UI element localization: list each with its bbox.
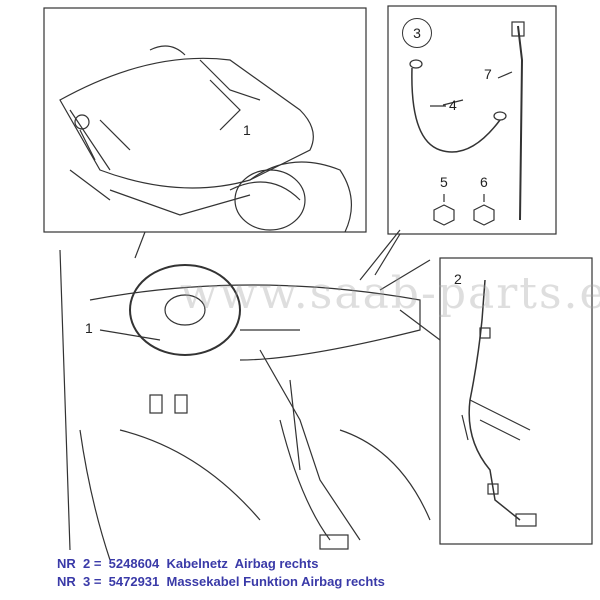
callout-1-dashboard: 1 (85, 320, 93, 336)
callout-3-kit: 3 (402, 18, 432, 48)
kit-inset (387, 5, 557, 235)
callout-7-cable-tie: 7 (484, 66, 492, 82)
caption-part-3: NR 3 = 5472931 Massekabel Funktion Airba… (57, 574, 385, 589)
harness-inset (439, 257, 593, 545)
caption-part-2: NR 2 = 5248604 Kabelnetz Airbag rechts (57, 556, 319, 571)
callout-5-nut: 5 (440, 174, 448, 190)
callout-6-nut: 6 (480, 174, 488, 190)
watermark: www.saab-parts.eu (180, 268, 600, 319)
callout-4-ground-cable: 4 (449, 97, 457, 113)
inset-pointer (374, 233, 401, 276)
inset-pointer (134, 231, 146, 259)
callout-2-harness: 2 (454, 271, 462, 287)
engine-bay-inset (43, 7, 367, 233)
dashboard-interior (59, 229, 431, 561)
callout-1-engine: 1 (243, 122, 251, 138)
